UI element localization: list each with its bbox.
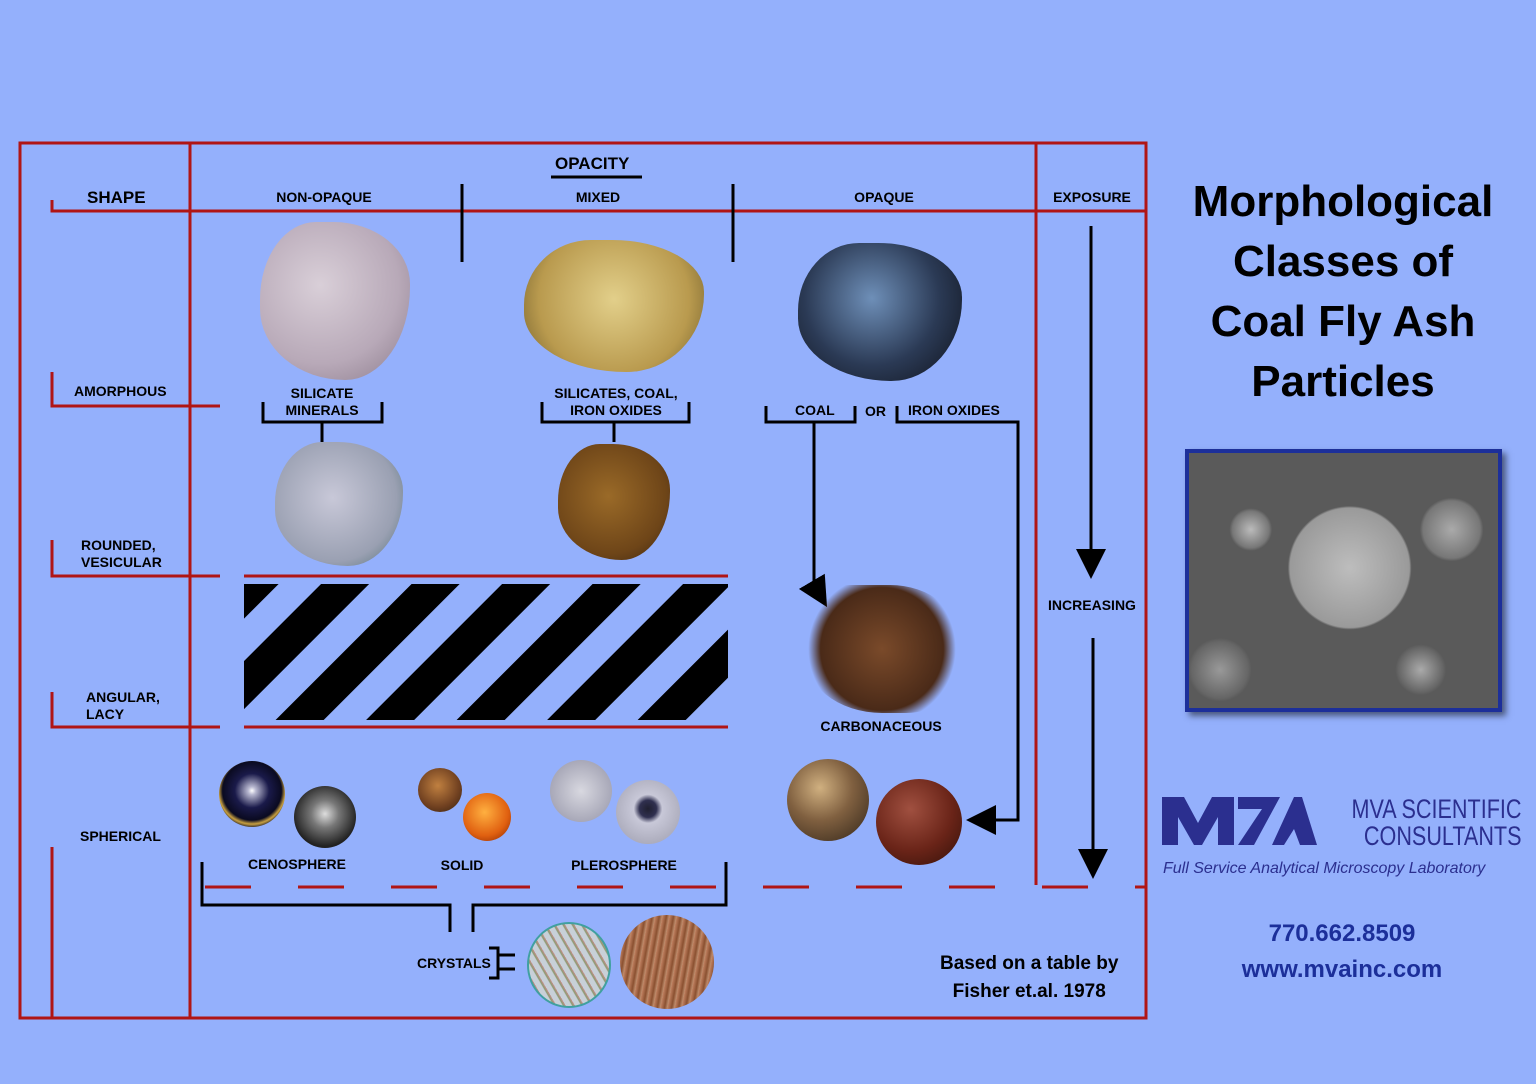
- crystal-image-1: [527, 922, 611, 1008]
- title-line: Morphological: [1192, 177, 1494, 226]
- label-line: ANGULAR,: [86, 689, 160, 705]
- mixed-particle-image: [524, 240, 704, 372]
- carbonaceous-particle-image: [802, 585, 962, 713]
- coal-label: COAL: [795, 402, 835, 418]
- label-line: SILICATE: [290, 385, 354, 401]
- crystals-label: CRYSTALS: [417, 955, 491, 971]
- label-line: IRON OXIDES: [570, 402, 662, 418]
- increasing-label: INCREASING: [1048, 597, 1136, 613]
- opacity-header: OPACITY: [555, 154, 630, 173]
- or-label: OR: [865, 403, 886, 419]
- vesicular-silicate-image: [275, 442, 403, 566]
- label-line: VESICULAR: [81, 554, 162, 570]
- plerosphere-image-1: [550, 760, 612, 822]
- solid-sphere-image-2: [463, 793, 511, 841]
- cenosphere-image-2: [294, 786, 356, 848]
- shape-spherical: SPHERICAL: [80, 828, 161, 844]
- cenosphere-label: CENOSPHERE: [247, 856, 347, 872]
- iron-oxides-label: IRON OXIDES: [908, 402, 1000, 418]
- company-tagline: Full Service Analytical Microscopy Labor…: [1163, 860, 1486, 877]
- hatched-empty-region: [244, 584, 728, 720]
- company-name-line: CONSULTANTS: [1364, 821, 1522, 851]
- opaque-header: OPAQUE: [854, 189, 914, 205]
- solid-label: SOLID: [440, 857, 484, 873]
- phone-number: 770.662.8509: [1268, 920, 1416, 947]
- mixed-label: SILICATES, COAL,IRON OXIDES: [554, 385, 677, 419]
- shape-angular: ANGULAR,LACY: [86, 689, 160, 723]
- title-line: Particles: [1251, 357, 1435, 406]
- crystal-image-2: [620, 915, 714, 1009]
- carbonaceous-label: CARBONACEOUS: [820, 718, 942, 734]
- vesicular-mixed-image: [558, 444, 670, 560]
- plerosphere-label: PLEROSPHERE: [571, 857, 677, 873]
- exposure-header: EXPOSURE: [1053, 189, 1131, 205]
- shape-rounded: ROUNDED,VESICULAR: [81, 537, 162, 571]
- coal-particle-image: [798, 243, 962, 381]
- shape-amorphous: AMORPHOUS: [74, 383, 167, 399]
- label-line: SILICATES, COAL,: [554, 385, 678, 401]
- red-frame: [18, 141, 1148, 1020]
- label-line: LACY: [86, 706, 125, 722]
- mva-logo: [1162, 797, 1317, 845]
- citation-line: Fisher et.al. 1978: [952, 981, 1106, 1002]
- title-line: Classes of: [1232, 237, 1454, 286]
- citation-line: Based on a table by: [940, 953, 1119, 974]
- silicate-particle-image: [260, 222, 410, 380]
- opaque-sphere-image-1: [787, 759, 869, 841]
- solid-sphere-image-1: [418, 768, 462, 812]
- cenosphere-image-1: [219, 761, 285, 827]
- plerosphere-image-2: [616, 780, 680, 844]
- shape-header: SHAPE: [87, 188, 146, 207]
- title-line: Coal Fly Ash: [1210, 297, 1476, 346]
- non-opaque-header: NON-OPAQUE: [276, 189, 372, 205]
- company-name-line: MVA SCIENTIFIC: [1351, 794, 1522, 824]
- citation: Based on a table by Fisher et.al. 1978: [940, 950, 1118, 1006]
- opaque-sphere-image-2: [876, 779, 962, 865]
- sem-micrograph-image: [1185, 449, 1502, 712]
- mixed-header: MIXED: [575, 189, 621, 205]
- label-line: MINERALS: [285, 402, 359, 418]
- label-line: ROUNDED,: [81, 537, 156, 553]
- website-link[interactable]: www.mvainc.com: [1241, 956, 1443, 983]
- page-title: Morphological Classes of Coal Fly Ash Pa…: [1193, 172, 1494, 412]
